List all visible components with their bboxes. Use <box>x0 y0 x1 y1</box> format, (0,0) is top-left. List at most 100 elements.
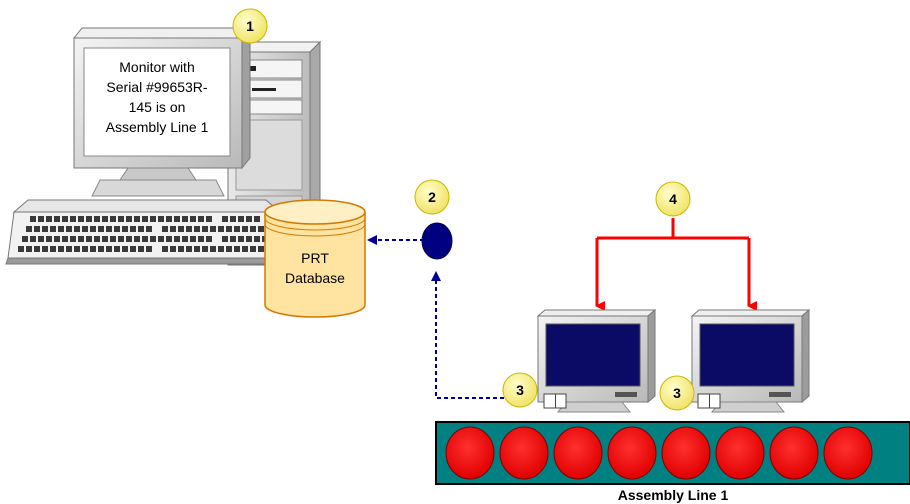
keyboard-key <box>102 236 108 242</box>
line-monitor-1 <box>536 308 657 413</box>
keyboard-key <box>114 226 120 232</box>
keyboard-key <box>82 226 88 232</box>
keyboard-key <box>38 216 44 222</box>
keyboard-key <box>226 226 232 232</box>
screen-line-2: Serial #99653R- <box>106 79 208 95</box>
keyboard-key <box>186 226 192 232</box>
keyboard-key <box>178 246 184 252</box>
keyboard-key <box>254 216 260 222</box>
screen-line-4: Assembly Line 1 <box>106 119 209 135</box>
keyboard-key <box>202 246 208 252</box>
assembly-line-caption: Assembly Line 1 <box>618 487 729 503</box>
keyboard-key <box>146 246 152 252</box>
keyboard-key <box>118 216 124 222</box>
keyboard-key <box>90 226 96 232</box>
conveyor-belt <box>435 421 910 485</box>
keyboard-key <box>130 246 136 252</box>
keyboard-key <box>142 216 148 222</box>
keyboard-key <box>58 246 64 252</box>
keyboard-key <box>150 236 156 242</box>
keyboard-key <box>198 216 204 222</box>
keyboard-key <box>234 246 240 252</box>
keyboard-key <box>206 236 212 242</box>
keyboard-key <box>86 236 92 242</box>
keyboard-key <box>18 246 24 252</box>
callout-3b-number: 3 <box>673 385 681 401</box>
keyboard-key <box>166 236 172 242</box>
keyboard-key <box>90 246 96 252</box>
keyboard-key <box>58 226 64 232</box>
keyboard-key <box>242 226 248 232</box>
keyboard-key <box>42 226 48 232</box>
keyboard-key <box>150 216 156 222</box>
belt-item <box>661 426 711 480</box>
keyboard-key <box>26 246 32 252</box>
keyboard-key <box>74 246 80 252</box>
keyboard-key <box>170 246 176 252</box>
callout-3b: 3 <box>659 375 695 411</box>
belt-item <box>769 426 819 480</box>
database-label-line-1: PRT <box>301 250 329 266</box>
keyboard-key <box>130 226 136 232</box>
keyboard-key <box>110 216 116 222</box>
keyboard-key <box>102 216 108 222</box>
red-bracket-arrows <box>595 218 757 311</box>
keyboard-key <box>134 236 140 242</box>
keyboard-key <box>218 226 224 232</box>
keyboard-key <box>126 236 132 242</box>
belt-item <box>823 426 873 480</box>
keyboard-key <box>146 226 152 232</box>
keyboard-key <box>194 246 200 252</box>
scanner-to-node-arrow <box>431 271 504 399</box>
keyboard-key <box>34 226 40 232</box>
keyboard-key <box>222 216 228 222</box>
prt-database-icon <box>264 199 366 318</box>
keyboard-key <box>114 246 120 252</box>
keyboard-key <box>158 216 164 222</box>
database-label: PRT Database <box>285 250 345 286</box>
keyboard-key <box>78 216 84 222</box>
keyboard-key <box>46 236 52 242</box>
keyboard-key <box>206 216 212 222</box>
keyboard-key <box>218 246 224 252</box>
keyboard-key <box>142 236 148 242</box>
keyboard-key <box>94 236 100 242</box>
keyboard-key <box>194 226 200 232</box>
keyboard-key <box>254 236 260 242</box>
network-node-icon <box>421 222 453 260</box>
keyboard-key <box>122 246 128 252</box>
keyboard-key <box>186 246 192 252</box>
keyboard-key <box>94 216 100 222</box>
keyboard-key <box>182 216 188 222</box>
keyboard-key <box>182 236 188 242</box>
keyboard-key <box>86 216 92 222</box>
keyboard-key <box>210 246 216 252</box>
keyboard-key <box>158 236 164 242</box>
line-monitor-2 <box>690 308 811 413</box>
desktop-computer: Monitor with Serial #99653R- 145 is on A… <box>5 26 322 267</box>
keyboard-key <box>34 246 40 252</box>
keyboard-key <box>222 236 228 242</box>
keyboard-key <box>122 226 128 232</box>
belt-item <box>445 426 495 480</box>
keyboard-key <box>50 246 56 252</box>
keyboard-key <box>46 216 52 222</box>
keyboard-key <box>174 236 180 242</box>
keyboard-key <box>70 216 76 222</box>
database-label-line-2: Database <box>285 270 345 286</box>
keyboard-key <box>30 236 36 242</box>
keyboard-key <box>250 246 256 252</box>
keyboard-key <box>178 226 184 232</box>
keyboard-key <box>106 226 112 232</box>
keyboard-key <box>190 236 196 242</box>
keyboard-key <box>106 246 112 252</box>
keyboard-key <box>74 226 80 232</box>
keyboard-key <box>242 246 248 252</box>
keyboard-key <box>38 236 44 242</box>
belt-item <box>607 426 657 480</box>
data-collection-path <box>367 235 504 399</box>
keyboard-key <box>54 236 60 242</box>
keyboard-key <box>98 226 104 232</box>
keyboard-key <box>138 226 144 232</box>
keyboard-key <box>202 226 208 232</box>
